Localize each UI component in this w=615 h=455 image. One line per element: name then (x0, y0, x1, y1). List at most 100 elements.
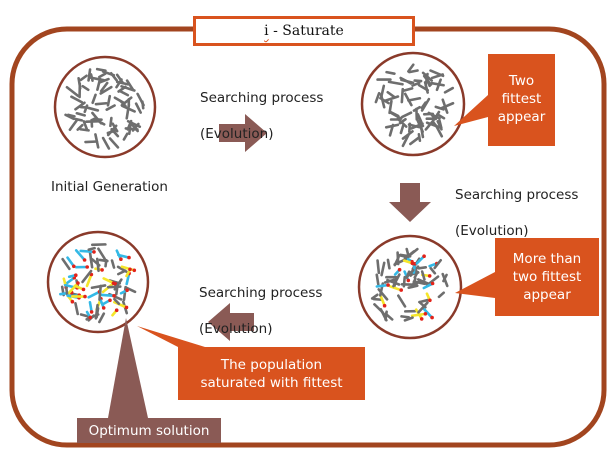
chromosome (70, 95, 84, 104)
label-search-top-line1: Searching process (200, 90, 324, 106)
chromosome (399, 124, 405, 135)
chromosome (101, 136, 111, 150)
fittest-marker (85, 265, 89, 269)
fittest-chromosome (375, 283, 390, 288)
chromosome (109, 71, 119, 82)
chromosome (417, 301, 429, 314)
chromosome (106, 124, 118, 137)
fittest-marker (88, 315, 92, 320)
chromosome (79, 74, 88, 82)
title-text: - Saturate (268, 23, 344, 39)
chromosome (106, 285, 122, 289)
callout-more-than-two-text: More than two fittest appear (495, 250, 599, 304)
chromosome (96, 77, 102, 91)
chromosome (407, 63, 415, 73)
chromosome (98, 72, 107, 79)
arrow-right (219, 114, 267, 152)
chromosome (95, 257, 100, 273)
chromosome (417, 266, 428, 270)
callout-more-than-two-line3: appear (523, 287, 571, 303)
fittest-marker (89, 310, 94, 314)
callout-optimum-wedge (108, 318, 148, 418)
chromosome (411, 81, 421, 87)
callout-two-fittest-box (488, 54, 555, 146)
fittest-marker (430, 281, 435, 286)
chromosome (408, 122, 412, 134)
chromosome (375, 273, 380, 286)
chromosome (380, 261, 386, 277)
chromosome (76, 123, 84, 131)
chromosome (400, 315, 410, 319)
fittest-marker (72, 264, 76, 269)
fittest-chromosome (113, 300, 128, 309)
chromosome (441, 272, 449, 288)
fittest-chromosome (379, 294, 386, 307)
chromosome (116, 265, 130, 275)
label-search-right: Searching process (Evolution) (455, 168, 578, 258)
chromosome (433, 258, 443, 270)
chromosome (75, 111, 86, 117)
chromosome (437, 291, 446, 299)
chromosome (435, 78, 442, 92)
chromosome (134, 102, 142, 114)
chromosome (401, 130, 414, 140)
fittest-chromosome (120, 265, 136, 272)
fittest-marker (111, 281, 116, 286)
fittest-marker (132, 268, 137, 273)
chromosome (419, 125, 425, 139)
fittest-marker (82, 258, 87, 262)
chromosome (420, 270, 426, 281)
fittest-marker (128, 267, 132, 272)
callout-saturated-box (178, 347, 365, 400)
chromosome (124, 286, 137, 294)
chromosome (120, 96, 133, 107)
chromosome (98, 284, 103, 301)
chromosome (400, 111, 413, 119)
chromosome (386, 90, 396, 99)
chromosome (95, 307, 100, 319)
chromosome (87, 106, 100, 112)
chromosome (113, 278, 123, 291)
chromosome (64, 113, 76, 121)
callout-two-fittest-line3: appear (497, 109, 546, 125)
fittest-chromosome (125, 272, 131, 286)
chromosome (413, 270, 419, 279)
chromosome (413, 79, 423, 83)
chromosome (393, 255, 400, 267)
fittest-chromosome (74, 249, 86, 262)
chromosome (108, 137, 120, 149)
chromosome (79, 105, 89, 109)
chromosome (425, 275, 440, 287)
chromosome (406, 268, 415, 278)
chromosome (417, 83, 430, 92)
chromosomes-saturated (59, 243, 137, 324)
chromosome (383, 95, 400, 103)
chromosome (84, 140, 99, 144)
chromosome (87, 246, 96, 251)
callout-more-than-two-box (495, 238, 599, 316)
arrow-down (389, 183, 431, 222)
chromosome (125, 79, 135, 92)
chromosome (416, 114, 425, 128)
fittest-marker (422, 254, 426, 258)
callout-saturated-text: The population saturated with fittest (178, 356, 365, 392)
fittest-chromosome (422, 307, 434, 319)
callout-saturated-pointer (137, 326, 205, 347)
chromosomes-two-fittest (374, 63, 455, 148)
fittest-marker (81, 287, 86, 292)
callout-optimum-label: Optimum solution (88, 423, 210, 439)
chromosome (122, 132, 129, 141)
fittest-marker (76, 281, 80, 285)
chromosome (400, 87, 405, 104)
chromosome (98, 258, 109, 263)
chromosome (61, 257, 71, 271)
chromosome (407, 96, 422, 102)
chromosome (115, 73, 125, 85)
fittest-chromosome (67, 281, 80, 295)
chromosome (372, 297, 383, 302)
chromosome (91, 93, 97, 105)
chromosome (141, 100, 145, 110)
chromosome (64, 286, 69, 296)
label-search-right-line2: (Evolution) (455, 223, 529, 239)
